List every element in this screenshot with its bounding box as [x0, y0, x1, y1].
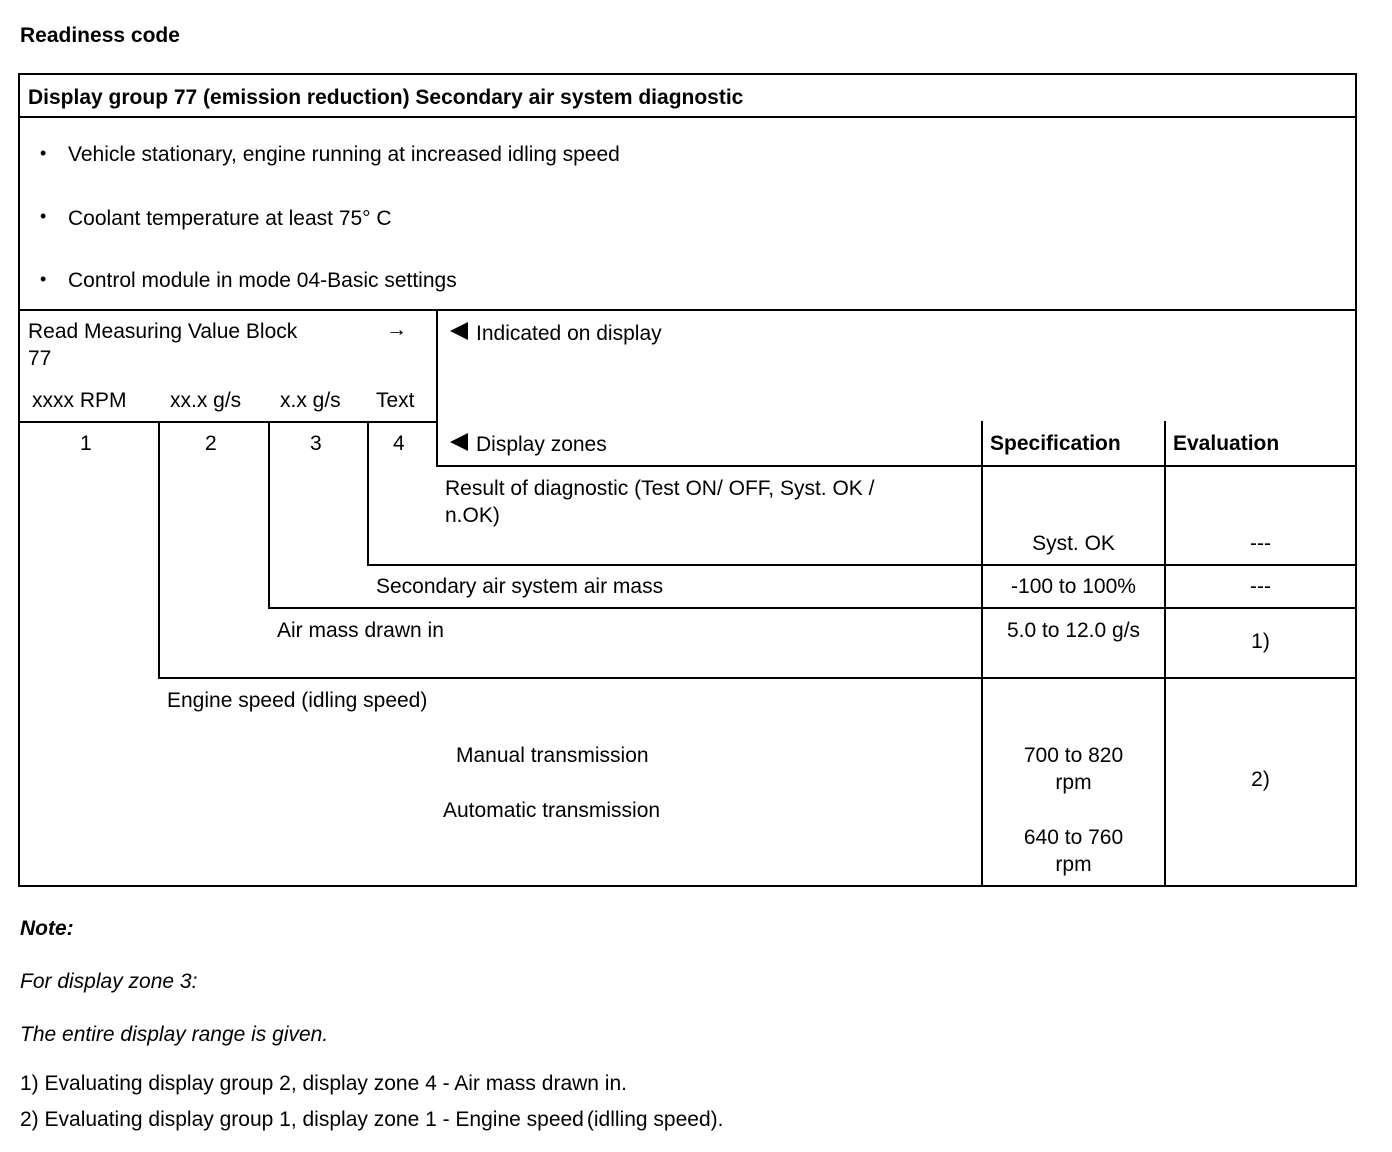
table-border-top: [18, 73, 1357, 75]
title-divider: [18, 116, 1357, 118]
indicated-on-display-label: Indicated on display: [476, 322, 662, 345]
zone4-bracket-vertical: [367, 421, 369, 566]
unit-zone-1: xxxx RPM: [32, 389, 127, 412]
automatic-transmission-label: Automatic transmission: [443, 799, 661, 822]
bullet-icon: •: [40, 206, 47, 226]
triangle-left-icon: [450, 322, 468, 340]
evaluation-column-line: [1164, 421, 1166, 887]
row3-description: Air mass drawn in: [277, 619, 444, 642]
arrow-right-icon: →: [386, 318, 407, 341]
bullet-icon: •: [40, 143, 47, 163]
evaluation-header: Evaluation: [1173, 432, 1280, 455]
condition-item: Coolant temperature at least 75° C: [68, 207, 392, 230]
row1-evaluation: ---: [1250, 532, 1271, 555]
row3-divider: [158, 677, 1357, 679]
row2-description: Secondary air system air mass: [376, 575, 664, 598]
manual-transmission-label: Manual transmission: [456, 744, 649, 767]
row1-description-cont: n.OK): [445, 504, 500, 527]
note-zone-line: For display zone 3:: [20, 970, 198, 993]
row4-evaluation: 2): [1251, 768, 1270, 791]
zone-number-3: 3: [310, 432, 322, 455]
zone-number-4: 4: [393, 432, 405, 455]
measuring-block-divider: [436, 309, 438, 467]
footnote-2: 2) Evaluating display group 1, display z…: [20, 1106, 723, 1133]
specification-column-line: [981, 421, 983, 887]
page-heading: Readiness code: [20, 24, 180, 47]
measuring-block-number: 77: [28, 347, 52, 370]
row2-specification: -100 to 100%: [1011, 575, 1136, 598]
unit-zone-2: xx.x g/s: [170, 389, 242, 412]
table-border-right: [1355, 73, 1357, 887]
table-border-bottom: [18, 885, 1357, 887]
zone-number-1: 1: [80, 432, 92, 455]
footnote-2-tail: (idlling speed).: [586, 1108, 724, 1131]
manual-spec-unit: rpm: [1055, 771, 1092, 794]
row3-evaluation: 1): [1251, 630, 1270, 653]
note-range-line: The entire display range is given.: [20, 1023, 329, 1046]
row1-specification: Syst. OK: [1032, 532, 1115, 555]
row2-divider: [268, 607, 1357, 609]
manual-spec-value: 700 to 820: [1023, 744, 1124, 767]
bullet-icon: •: [40, 269, 47, 289]
display-zones-header: Display zones: [476, 433, 607, 456]
conditions-divider: [18, 309, 1357, 311]
row1-divider: [367, 564, 1357, 566]
units-divider: [18, 421, 438, 423]
triangle-left-icon: [450, 433, 468, 451]
table-title: Display group 77 (emission reduction) Se…: [28, 86, 744, 109]
zone2-bracket-vertical: [158, 421, 160, 679]
unit-zone-4: Text: [376, 389, 415, 412]
footnote-1: 1) Evaluating display group 2, display z…: [20, 1072, 627, 1095]
automatic-spec-value: 640 to 760: [1023, 826, 1124, 849]
note-title: Note:: [20, 917, 74, 940]
measuring-block-label: Read Measuring Value Block: [28, 320, 298, 343]
header-divider: [436, 465, 1357, 467]
row3-specification: 5.0 to 12.0 g/s: [1006, 619, 1141, 642]
footnote-2-main: 2) Evaluating display group 1, display z…: [20, 1108, 584, 1131]
automatic-spec-unit: rpm: [1055, 853, 1092, 876]
condition-item: Vehicle stationary, engine running at in…: [68, 143, 620, 166]
row2-evaluation: ---: [1250, 575, 1271, 598]
condition-item: Control module in mode 04-Basic settings: [68, 269, 457, 292]
unit-zone-3: x.x g/s: [280, 389, 341, 412]
table-border-left: [18, 73, 20, 887]
row4-description: Engine speed (idling speed): [167, 689, 428, 712]
zone-number-2: 2: [205, 432, 217, 455]
zone3-bracket-vertical: [268, 421, 270, 609]
specification-header: Specification: [990, 432, 1121, 455]
row1-description: Result of diagnostic (Test ON/ OFF, Syst…: [445, 477, 875, 500]
